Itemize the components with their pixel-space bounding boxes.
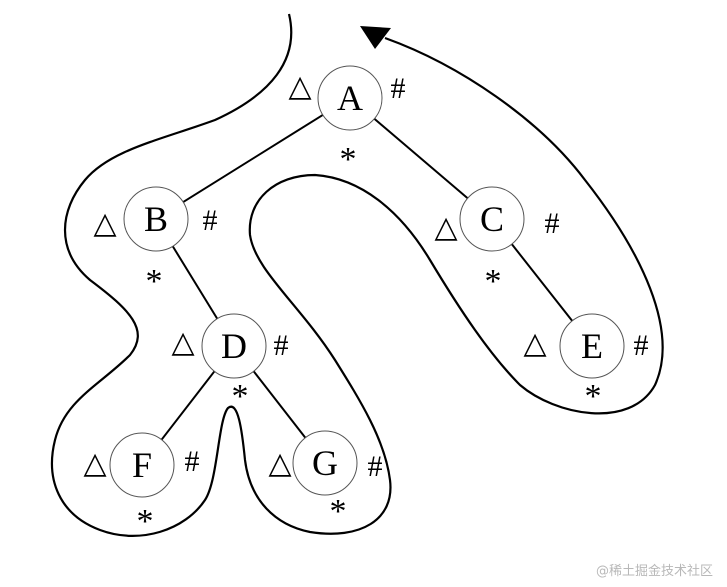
triangle-mark-f: △	[83, 447, 106, 480]
star-mark-e: *	[585, 378, 602, 415]
node-circle	[292, 430, 358, 496]
node-g: G	[292, 430, 358, 496]
star-mark-a: *	[340, 141, 357, 178]
triangle-mark-a: △	[288, 70, 311, 103]
edge-d-f	[160, 370, 216, 441]
watermark-text: @稀土掘金技术社区	[595, 564, 713, 579]
node-a: A	[317, 65, 383, 131]
hash-mark-d: #	[274, 329, 289, 362]
traversal-marks: △*#△*#△*#△*#△*#△*#△*#	[83, 70, 648, 540]
node-b: B	[123, 186, 189, 252]
node-label: E	[581, 326, 603, 366]
node-d: D	[201, 313, 267, 379]
hash-mark-a: #	[391, 72, 406, 105]
edge-a-b	[182, 114, 324, 203]
node-circle	[459, 186, 525, 252]
node-label: C	[480, 199, 504, 239]
node-f: F	[109, 432, 175, 498]
triangle-mark-b: △	[93, 207, 116, 240]
node-circle	[109, 432, 175, 498]
hash-mark-b: #	[203, 204, 218, 237]
hash-mark-c: #	[545, 207, 560, 240]
triangle-mark-g: △	[268, 447, 291, 480]
node-circle	[201, 313, 267, 379]
node-circle	[317, 65, 383, 131]
star-mark-b: *	[146, 263, 163, 300]
triangle-mark-d: △	[171, 326, 194, 359]
traversal-arrow-head	[360, 26, 391, 49]
node-label: D	[221, 326, 247, 366]
node-label: F	[132, 445, 152, 485]
edge-a-c	[373, 117, 469, 200]
node-label: B	[144, 199, 168, 239]
node-e: E	[559, 313, 625, 379]
edge-c-e	[511, 243, 573, 322]
node-circle	[559, 313, 625, 379]
edge-b-d	[171, 245, 219, 320]
star-mark-c: *	[485, 263, 502, 300]
traversal-contour-path	[50, 13, 664, 537]
triangle-mark-e: △	[523, 327, 546, 360]
node-c: C	[459, 186, 525, 252]
tree-edges	[160, 114, 573, 441]
hash-mark-f: #	[185, 445, 200, 478]
hash-mark-e: #	[634, 329, 649, 362]
star-mark-d: *	[232, 378, 249, 415]
edge-d-g	[252, 370, 307, 439]
star-mark-g: *	[330, 493, 347, 530]
triangle-mark-c: △	[434, 211, 457, 244]
hash-mark-g: #	[368, 450, 383, 483]
tree-nodes: A B C D E F G	[109, 65, 625, 498]
node-label: G	[312, 443, 338, 483]
node-circle	[123, 186, 189, 252]
star-mark-f: *	[137, 503, 154, 540]
node-label: A	[337, 78, 363, 118]
